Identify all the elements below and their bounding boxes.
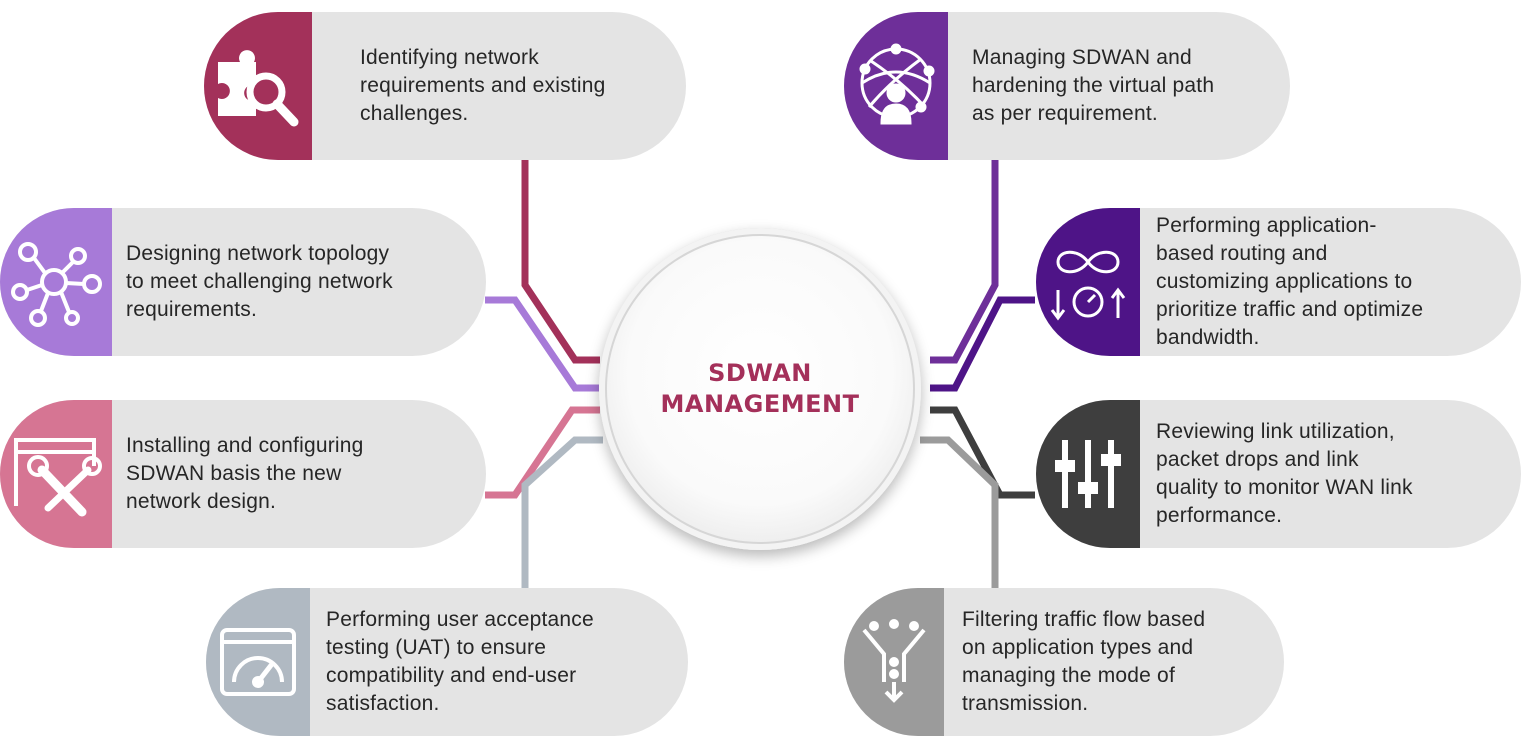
network-nodes-icon xyxy=(11,242,102,327)
globe-network-user-icon xyxy=(859,43,935,125)
step-icon-panel xyxy=(204,12,312,160)
step-card-identify: Identifying network requirements and exi… xyxy=(204,12,686,160)
equalizer-sliders-icon xyxy=(1055,440,1121,508)
connector-step-6 xyxy=(930,296,1035,392)
step-icon-panel xyxy=(0,208,112,356)
step-text: Identifying network requirements and exi… xyxy=(360,46,606,125)
step-card-filter: Filtering traffic flow based on applicat… xyxy=(844,588,1284,736)
connector-step-7 xyxy=(930,406,1035,499)
tools-window-icon xyxy=(14,438,102,517)
connector-step-5 xyxy=(930,160,999,364)
step-icon-panel xyxy=(0,400,112,548)
step-card-review: Reviewing link utilization, packet drops… xyxy=(1036,400,1521,548)
connector-step-3 xyxy=(485,406,600,499)
step-text: Performing application- based routing an… xyxy=(1156,214,1424,349)
step-icon-panel xyxy=(1036,208,1140,356)
step-text: Designing network topology to meet chall… xyxy=(126,242,393,321)
center-title-line2: MANAGEMENT xyxy=(660,390,860,418)
step-text: Performing user acceptance testing (UAT)… xyxy=(326,608,594,715)
step-icon-panel xyxy=(1036,400,1140,548)
center-title-line1: SDWAN xyxy=(708,358,812,387)
step-card-design: Designing network topology to meet chall… xyxy=(0,208,486,356)
connector-step-8 xyxy=(920,436,999,590)
step-card-manage: Managing SDWAN and hardening the virtual… xyxy=(844,12,1290,160)
step-text: Installing and configuring SDWAN basis t… xyxy=(126,434,364,513)
step-text: Filtering traffic flow based on applicat… xyxy=(962,608,1206,715)
step-icon-panel xyxy=(206,588,310,736)
center-hub: SDWAN MANAGEMENT xyxy=(599,228,921,550)
connector-step-2 xyxy=(485,296,600,392)
speed-gauge-icon xyxy=(220,628,296,696)
traffic-filter-icon xyxy=(862,619,926,703)
connector-step-4 xyxy=(521,436,603,590)
step-card-install: Installing and configuring SDWAN basis t… xyxy=(0,400,486,548)
step-icon-panel xyxy=(844,12,948,160)
step-card-routing: Performing application- based routing an… xyxy=(1036,208,1521,356)
connector-step-1 xyxy=(521,160,600,364)
step-icon-panel xyxy=(844,588,944,736)
infinity-routing-icon xyxy=(1050,250,1126,321)
step-text: Reviewing link utilization, packet drops… xyxy=(1156,420,1413,527)
puzzle-search-icon xyxy=(218,50,299,127)
step-text: Managing SDWAN and hardening the virtual… xyxy=(972,46,1215,125)
step-card-uat: Performing user acceptance testing (UAT)… xyxy=(206,588,688,736)
